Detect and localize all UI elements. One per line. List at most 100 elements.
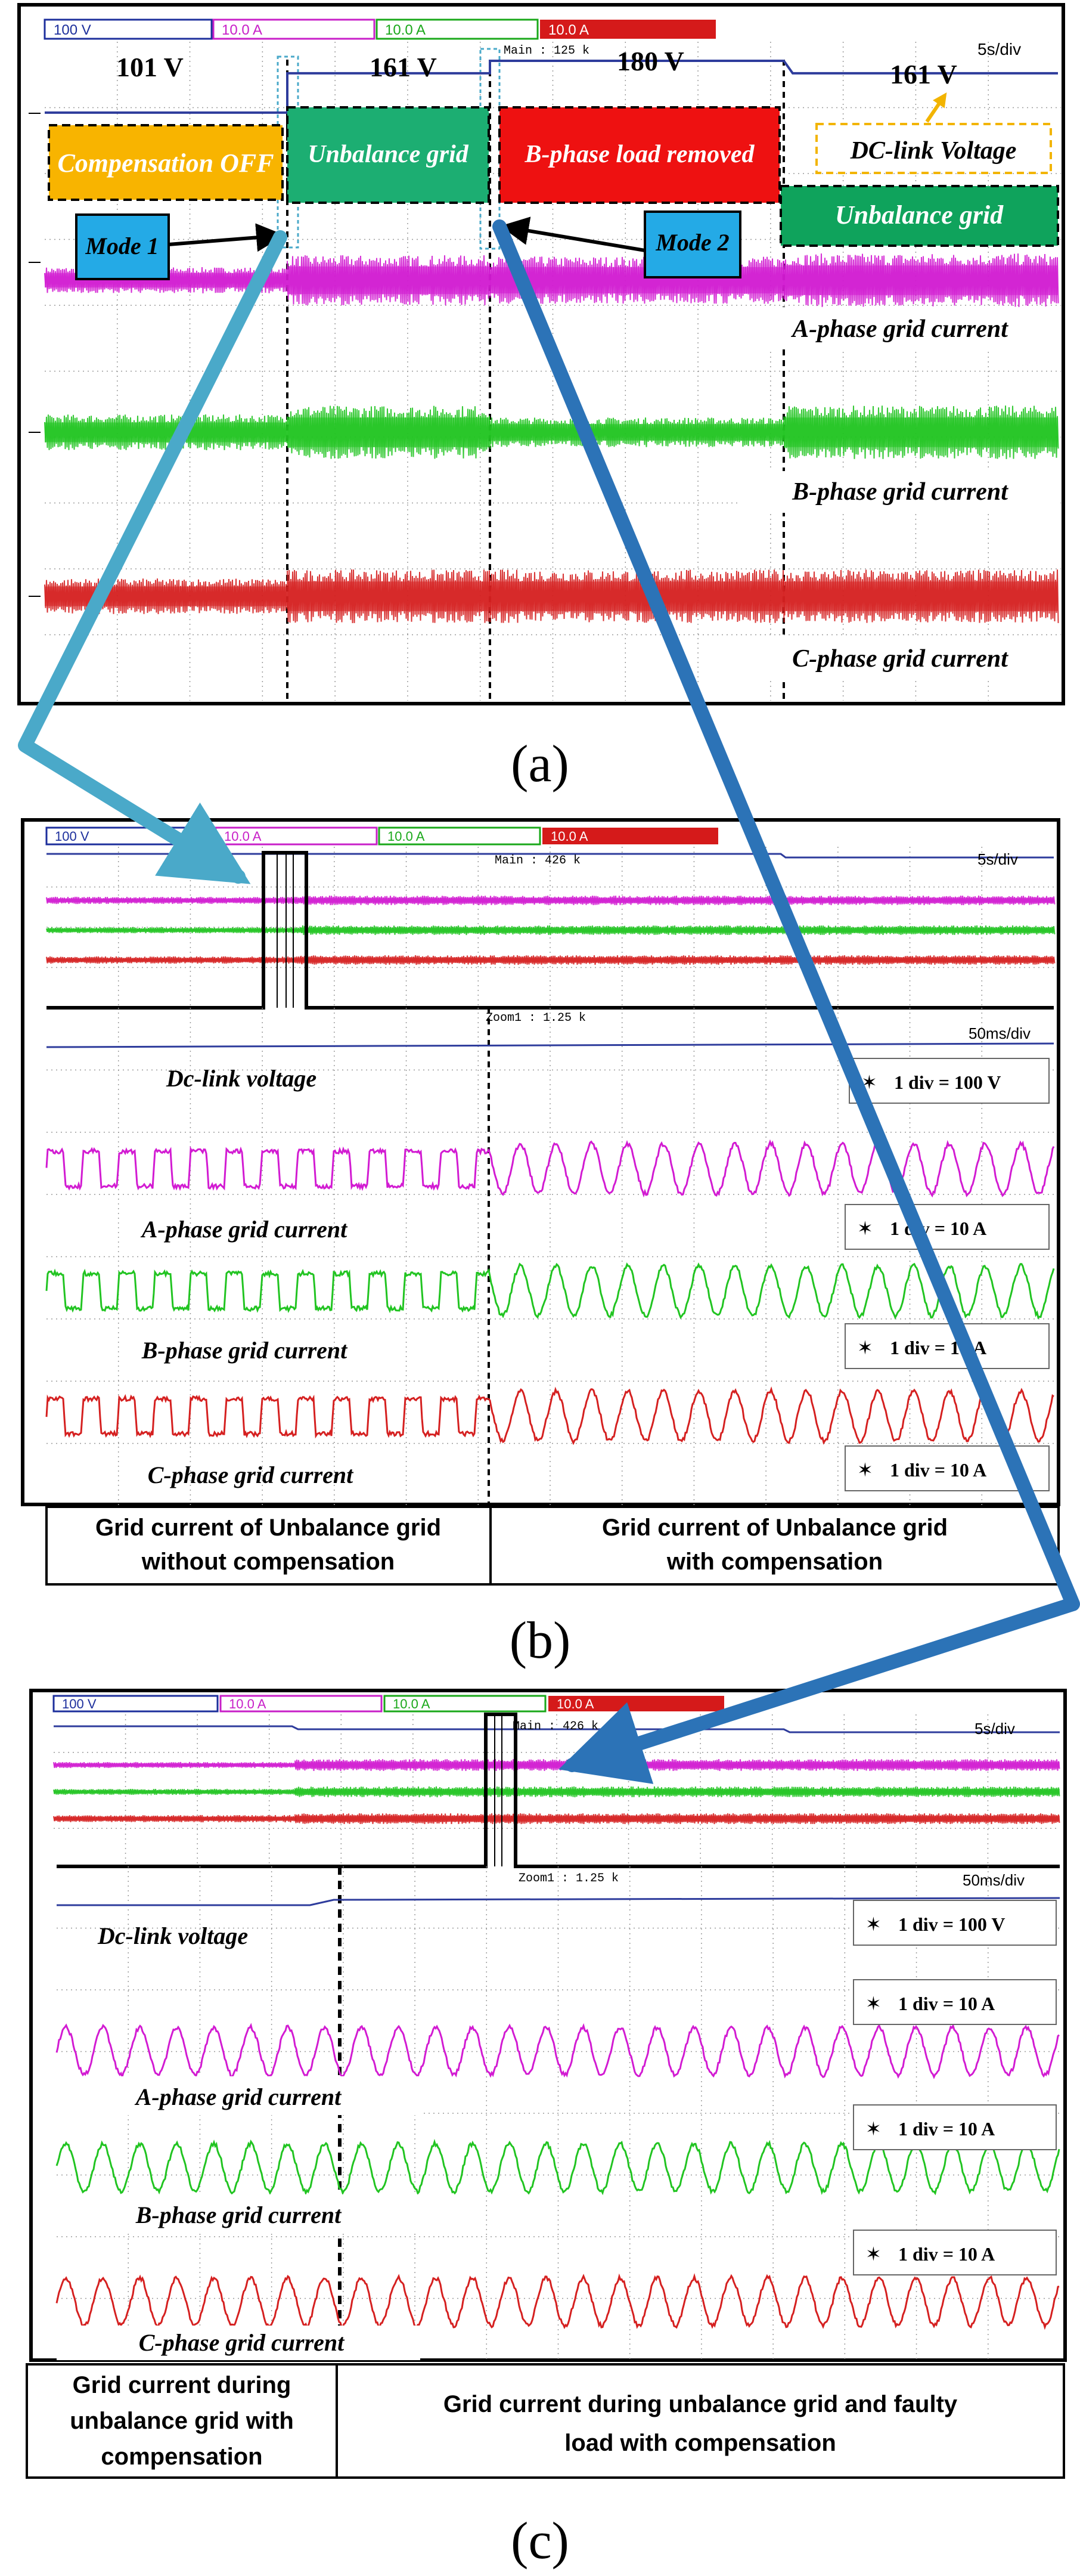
channel-4-label: 10.0 A — [548, 22, 589, 38]
phase-a-band-a-seg2-core — [287, 266, 490, 295]
channel-bar-b: 100 V 10.0 A 10.0 A 10.0 A — [45, 826, 718, 846]
overview-a-c-left-core — [54, 1763, 295, 1767]
phase-c-band-a-seg4-core — [784, 581, 1058, 611]
timebase-c-top: 5s/div — [975, 1720, 1015, 1738]
phase-c-band-a-seg1-core — [45, 586, 287, 606]
dc-link-trace-a — [45, 60, 1058, 114]
channel-1-label-c: 100 V — [62, 1696, 97, 1711]
overview-c-b-left-core — [46, 958, 301, 962]
overview-c-c-left-core — [54, 1816, 295, 1821]
dc-link-trace-c — [57, 1897, 1060, 1906]
b-phase-removed-label: B-phase load removed — [525, 141, 755, 168]
grid-b-zoom — [46, 1008, 1054, 1506]
voltage-label-3: 180 V — [617, 46, 684, 76]
caption-a: (a) — [511, 735, 569, 793]
dc-label-pointer — [925, 92, 947, 123]
channel-3-label-b: 10.0 A — [387, 829, 425, 844]
overview-c-c-right-core — [295, 1816, 1060, 1822]
channel-2-label: 10.0 A — [222, 22, 262, 38]
caption-c: (c) — [511, 2512, 569, 2570]
zoom-window-a1 — [277, 55, 299, 249]
channel-4-label-c: 10.0 A — [557, 1696, 594, 1711]
phase-c-label-bg — [739, 638, 1058, 680]
scale-label-c4: 1 div = 10 A — [898, 2243, 995, 2265]
caption-b-right-line1: Grid current of Unbalance grid — [602, 1515, 948, 1541]
phase-c-label-a: C-phase grid current — [792, 645, 1008, 673]
overview-a-b-left-core — [46, 898, 301, 903]
caption-c-right-line2: load with compensation — [564, 2430, 836, 2456]
timebase-a: 5s/div — [977, 40, 1021, 58]
scale-star-b4: ✶ — [857, 1459, 873, 1481]
timebase-b-top: 5s/div — [977, 850, 1018, 868]
channel-1-label-b: 100 V — [55, 829, 89, 844]
mode-1-arrow — [168, 223, 285, 252]
dc-label-box — [815, 123, 1052, 174]
timebase-c-zoom: 50ms/div — [963, 1871, 1025, 1889]
scale-boxes-c: ✶ 1 div = 100 V ✶ 1 div = 10 A ✶ 1 div =… — [853, 1900, 1057, 2275]
phase-a-wave-c — [55, 2023, 1060, 2080]
dc-link-label-c: Dc-link voltage — [97, 1922, 248, 1949]
channel-3-label: 10.0 A — [385, 22, 426, 38]
scale-label-c3: 1 div = 10 A — [898, 2118, 995, 2140]
phase-c-label-b: C-phase grid current — [148, 1462, 354, 1488]
overview-a-b-right-core — [301, 897, 1054, 903]
zoom-window-outline-b — [46, 851, 1054, 1010]
scale-star-c3: ✶ — [865, 2118, 882, 2140]
scale-star-c4: ✶ — [865, 2243, 882, 2265]
caption-box-c-right — [336, 2363, 1065, 2479]
overview-b-c-left-core — [54, 1790, 295, 1794]
caption-b-left-line2: without compensation — [141, 1549, 395, 1575]
voltage-label-2: 161 V — [370, 52, 437, 82]
channel-4-label-b: 10.0 A — [551, 829, 588, 844]
phase-c-label-c: C-phase grid current — [139, 2329, 345, 2356]
overview-traces-c — [53, 1725, 1060, 1825]
scale-label-b1: 1 div = 100 V — [894, 1072, 1001, 1093]
dc-link-label-b: Dc-link voltage — [166, 1065, 316, 1092]
scale-label-c2: 1 div = 10 A — [898, 1993, 995, 2014]
overview-b-b-left-core — [46, 928, 301, 932]
channel-2-label-c: 10.0 A — [229, 1696, 266, 1711]
unbalance-grid-box-1 — [286, 106, 490, 204]
panel-a: 100 V 10.0 A 10.0 A 10.0 A 5s/div Main :… — [17, 3, 1065, 705]
mode-2-box — [644, 210, 741, 278]
caption-c-left-line2: unbalance grid with — [70, 2408, 294, 2434]
channel-1-label: 100 V — [54, 22, 91, 38]
caption-box-c-left — [26, 2363, 338, 2479]
mode-1-box — [75, 213, 170, 280]
compensation-off-box — [48, 124, 284, 201]
phase-a-label-c-bg — [57, 2076, 420, 2115]
caption-b-left-line1: Grid current of Unbalance grid — [95, 1515, 441, 1541]
zoom-window-lines-b — [277, 853, 294, 1008]
caption-c-right-line1: Grid current during unbalance grid and f… — [443, 2391, 958, 2417]
main-label-c: Main : 426 k — [513, 1720, 598, 1733]
panel-b-frame — [21, 818, 1060, 1506]
dc-link-trace-b — [46, 1042, 1054, 1048]
voltage-label-4: 161 V — [890, 59, 957, 89]
main-label-b: Main : 426 k — [495, 854, 581, 868]
phase-c-band-a-seg2-core — [287, 581, 490, 611]
phase-b-label-a: B-phase grid current — [792, 478, 1008, 506]
phase-a-label-a: A-phase grid current — [790, 315, 1008, 343]
caption-box-b-left — [45, 1506, 492, 1586]
mode-2-label: Mode 2 — [655, 229, 729, 256]
zoom-label-c: Zoom1 : 1.25 k — [519, 1872, 619, 1885]
phase-b-band-a-seg2-core — [287, 417, 490, 447]
channel-3-label-c: 10.0 A — [393, 1696, 430, 1711]
phase-a-label-c: A-phase grid current — [134, 2083, 342, 2110]
caption-c-left-line3: compensation — [101, 2444, 262, 2470]
unbalance-grid-label-1: Unbalance grid — [308, 141, 469, 168]
phase-b-band-a-seg3-core — [490, 424, 784, 441]
callout-arrow-a-to-b — [18, 230, 287, 884]
overview-traces-b — [46, 853, 1056, 965]
overview-c-b-right-core — [301, 957, 1054, 963]
voltage-label-1: 101 V — [116, 52, 184, 82]
overview-a-c-right-core — [295, 1761, 1060, 1769]
caption-b-right-line2: with compensation — [666, 1549, 883, 1575]
scale-star-b2: ✶ — [857, 1218, 873, 1239]
phase-a-band-a-seg4-core — [784, 265, 1058, 295]
phase-c-wave-c — [55, 2273, 1060, 2330]
scale-label-b4: 1 div = 10 A — [890, 1459, 986, 1481]
compensation-off-label: Compensation OFF — [57, 148, 274, 178]
phase-b-wave-b — [45, 1262, 1055, 1320]
callout-arrow-a-to-c — [492, 219, 1080, 1784]
